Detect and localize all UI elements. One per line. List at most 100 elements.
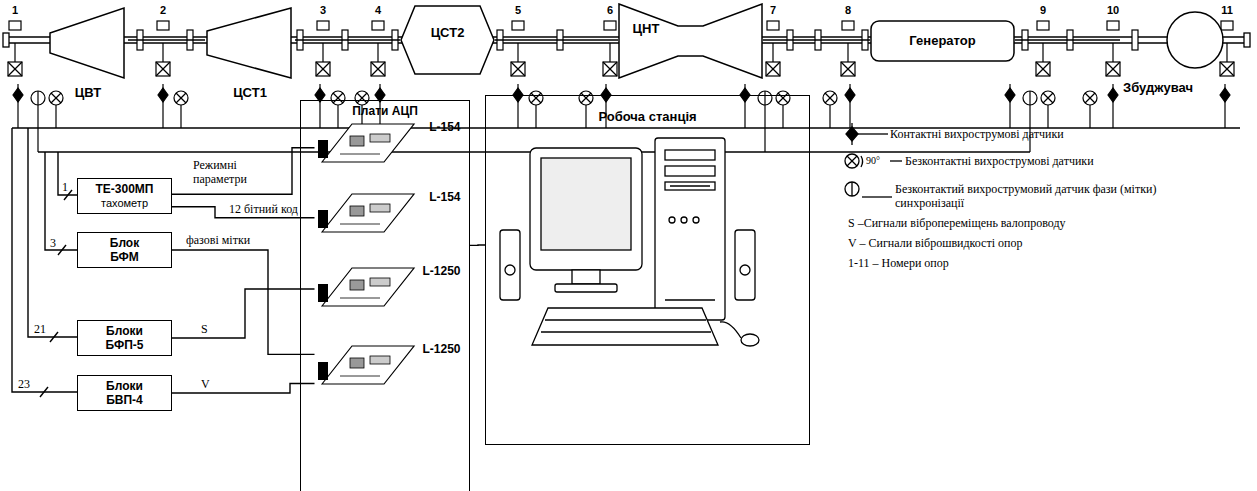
bearing-cross <box>8 62 22 76</box>
section-outline <box>618 3 763 79</box>
legend-text: Безконтактні вихрострумові датчики <box>905 154 1094 168</box>
bearing-box <box>1106 62 1120 76</box>
board-chip <box>370 356 390 364</box>
legend-text: Безконтактий вихрострумовий датчик фази … <box>895 182 1156 210</box>
sensor-wire <box>535 105 536 128</box>
bearing-top <box>604 21 616 30</box>
bearing-cross <box>371 62 385 76</box>
shaft-segment <box>128 39 205 40</box>
board-chip <box>370 134 390 142</box>
bearing-cross <box>766 62 780 76</box>
signal-label: Режимні параметри <box>192 158 284 186</box>
legend-item: S –Сигнали вібропереміщень валопроводу <box>848 216 1238 230</box>
sensor-cross <box>357 93 367 103</box>
signal-line <box>172 384 315 394</box>
process-box: Плати АЦПL-154L-154L-1250L-1250 <box>300 100 470 491</box>
sensor-cross <box>825 93 835 103</box>
sensor-wire <box>319 84 320 128</box>
label-wrap: Збуджувач <box>1120 80 1196 96</box>
bearing-post <box>847 43 848 62</box>
bearing-box <box>156 62 170 76</box>
bearing-cross <box>766 62 780 76</box>
channel-count: 21 <box>34 322 46 336</box>
bearing-post <box>14 43 15 62</box>
board-connector <box>318 210 328 228</box>
sensor-cross <box>1043 93 1053 103</box>
box-title: Плати АЦП <box>352 104 418 118</box>
noncontact-sensor <box>1083 91 1097 105</box>
phase-sensor <box>758 91 772 105</box>
noncontact-sensor <box>331 91 345 105</box>
label-wrap: ЦСТ2 <box>400 25 495 41</box>
process-box: Блок БФМ <box>77 232 172 268</box>
computer-icon <box>500 138 759 346</box>
bearing-number: 9 <box>1033 3 1053 17</box>
process-box: Робоча станція <box>485 95 810 445</box>
bearing-post <box>1226 43 1227 62</box>
noncontact-sensor <box>355 91 369 105</box>
board-chip <box>350 136 364 146</box>
noncontact-sensor <box>529 91 543 105</box>
sensor-wire <box>1112 84 1113 128</box>
label-wrap: ЦНТ <box>624 21 668 37</box>
bearing-top <box>1037 21 1049 30</box>
sensor-cross <box>333 93 343 103</box>
bearing-number: 5 <box>508 3 528 17</box>
noncontact-sensor <box>579 91 593 105</box>
box-title: Блоки БВП-4 <box>100 379 150 407</box>
bearing-box <box>1036 62 1050 76</box>
board-chip <box>350 206 364 216</box>
bearing-post <box>772 43 773 62</box>
channel-count: 23 <box>18 377 30 391</box>
angle-label: 90° <box>866 154 880 168</box>
legend-text: 1-11 – Номери опор <box>848 256 949 270</box>
sensor-wire <box>585 105 586 128</box>
box-title: Блоки БФП-5 <box>100 324 150 352</box>
board-name: L-1250 <box>422 264 460 278</box>
sensor-wire <box>17 84 18 128</box>
signal-label: 12 бітний код <box>228 202 299 216</box>
sensor-cross <box>1085 93 1095 103</box>
noncontact-sensor <box>1041 91 1055 105</box>
legend-item: Безконтактні вихрострумові датчики <box>905 154 1235 168</box>
bearing-number: 6 <box>600 3 620 17</box>
box-title: Блок БФМ <box>100 236 150 264</box>
bearing-cross <box>316 62 330 76</box>
bearing-cross <box>156 62 170 76</box>
section-name: ЦНТ <box>624 21 668 37</box>
section-name: Генератор <box>870 33 1015 49</box>
process-box: Блоки БФП-5 <box>77 320 172 356</box>
signal-label: V <box>200 377 211 391</box>
bearing-cross <box>1106 62 1120 76</box>
coupling-flange <box>1132 30 1138 50</box>
bearing-cross <box>841 62 855 76</box>
phase-sensor <box>31 91 45 105</box>
process-box: ТЕ-300МПтахометр <box>77 178 172 214</box>
sensor-cross <box>825 93 835 103</box>
adc-board: L-1250 <box>315 340 465 395</box>
bearing-box <box>841 62 855 76</box>
section-name: ЦСТ2 <box>400 25 495 41</box>
box-title: тахометр <box>101 196 148 210</box>
bearing-number: 7 <box>763 3 783 17</box>
board-card <box>322 124 414 162</box>
board-name: L-154 <box>429 190 460 204</box>
adc-board: L-154 <box>315 188 465 243</box>
adc-board: L-1250 <box>315 262 465 317</box>
section-name: Збуджувач <box>1120 80 1196 96</box>
board-connector <box>318 284 328 302</box>
bearing-box <box>1220 62 1234 76</box>
bearing-cross <box>156 62 170 76</box>
legend-text: S –Сигнали вібропереміщень валопроводу <box>848 216 1066 230</box>
bearing-post <box>162 43 163 62</box>
sensor-wire <box>162 84 163 128</box>
section-name: ЦВТ <box>48 85 128 101</box>
bearing-top <box>842 21 854 30</box>
bearing-post <box>322 43 323 62</box>
board-trace <box>340 298 380 299</box>
sensor-cross <box>1085 93 1095 103</box>
sensor-wire <box>517 84 518 128</box>
sensor-wire <box>849 84 850 128</box>
phase-sensor <box>1023 91 1037 105</box>
signal-label: S <box>200 322 209 336</box>
